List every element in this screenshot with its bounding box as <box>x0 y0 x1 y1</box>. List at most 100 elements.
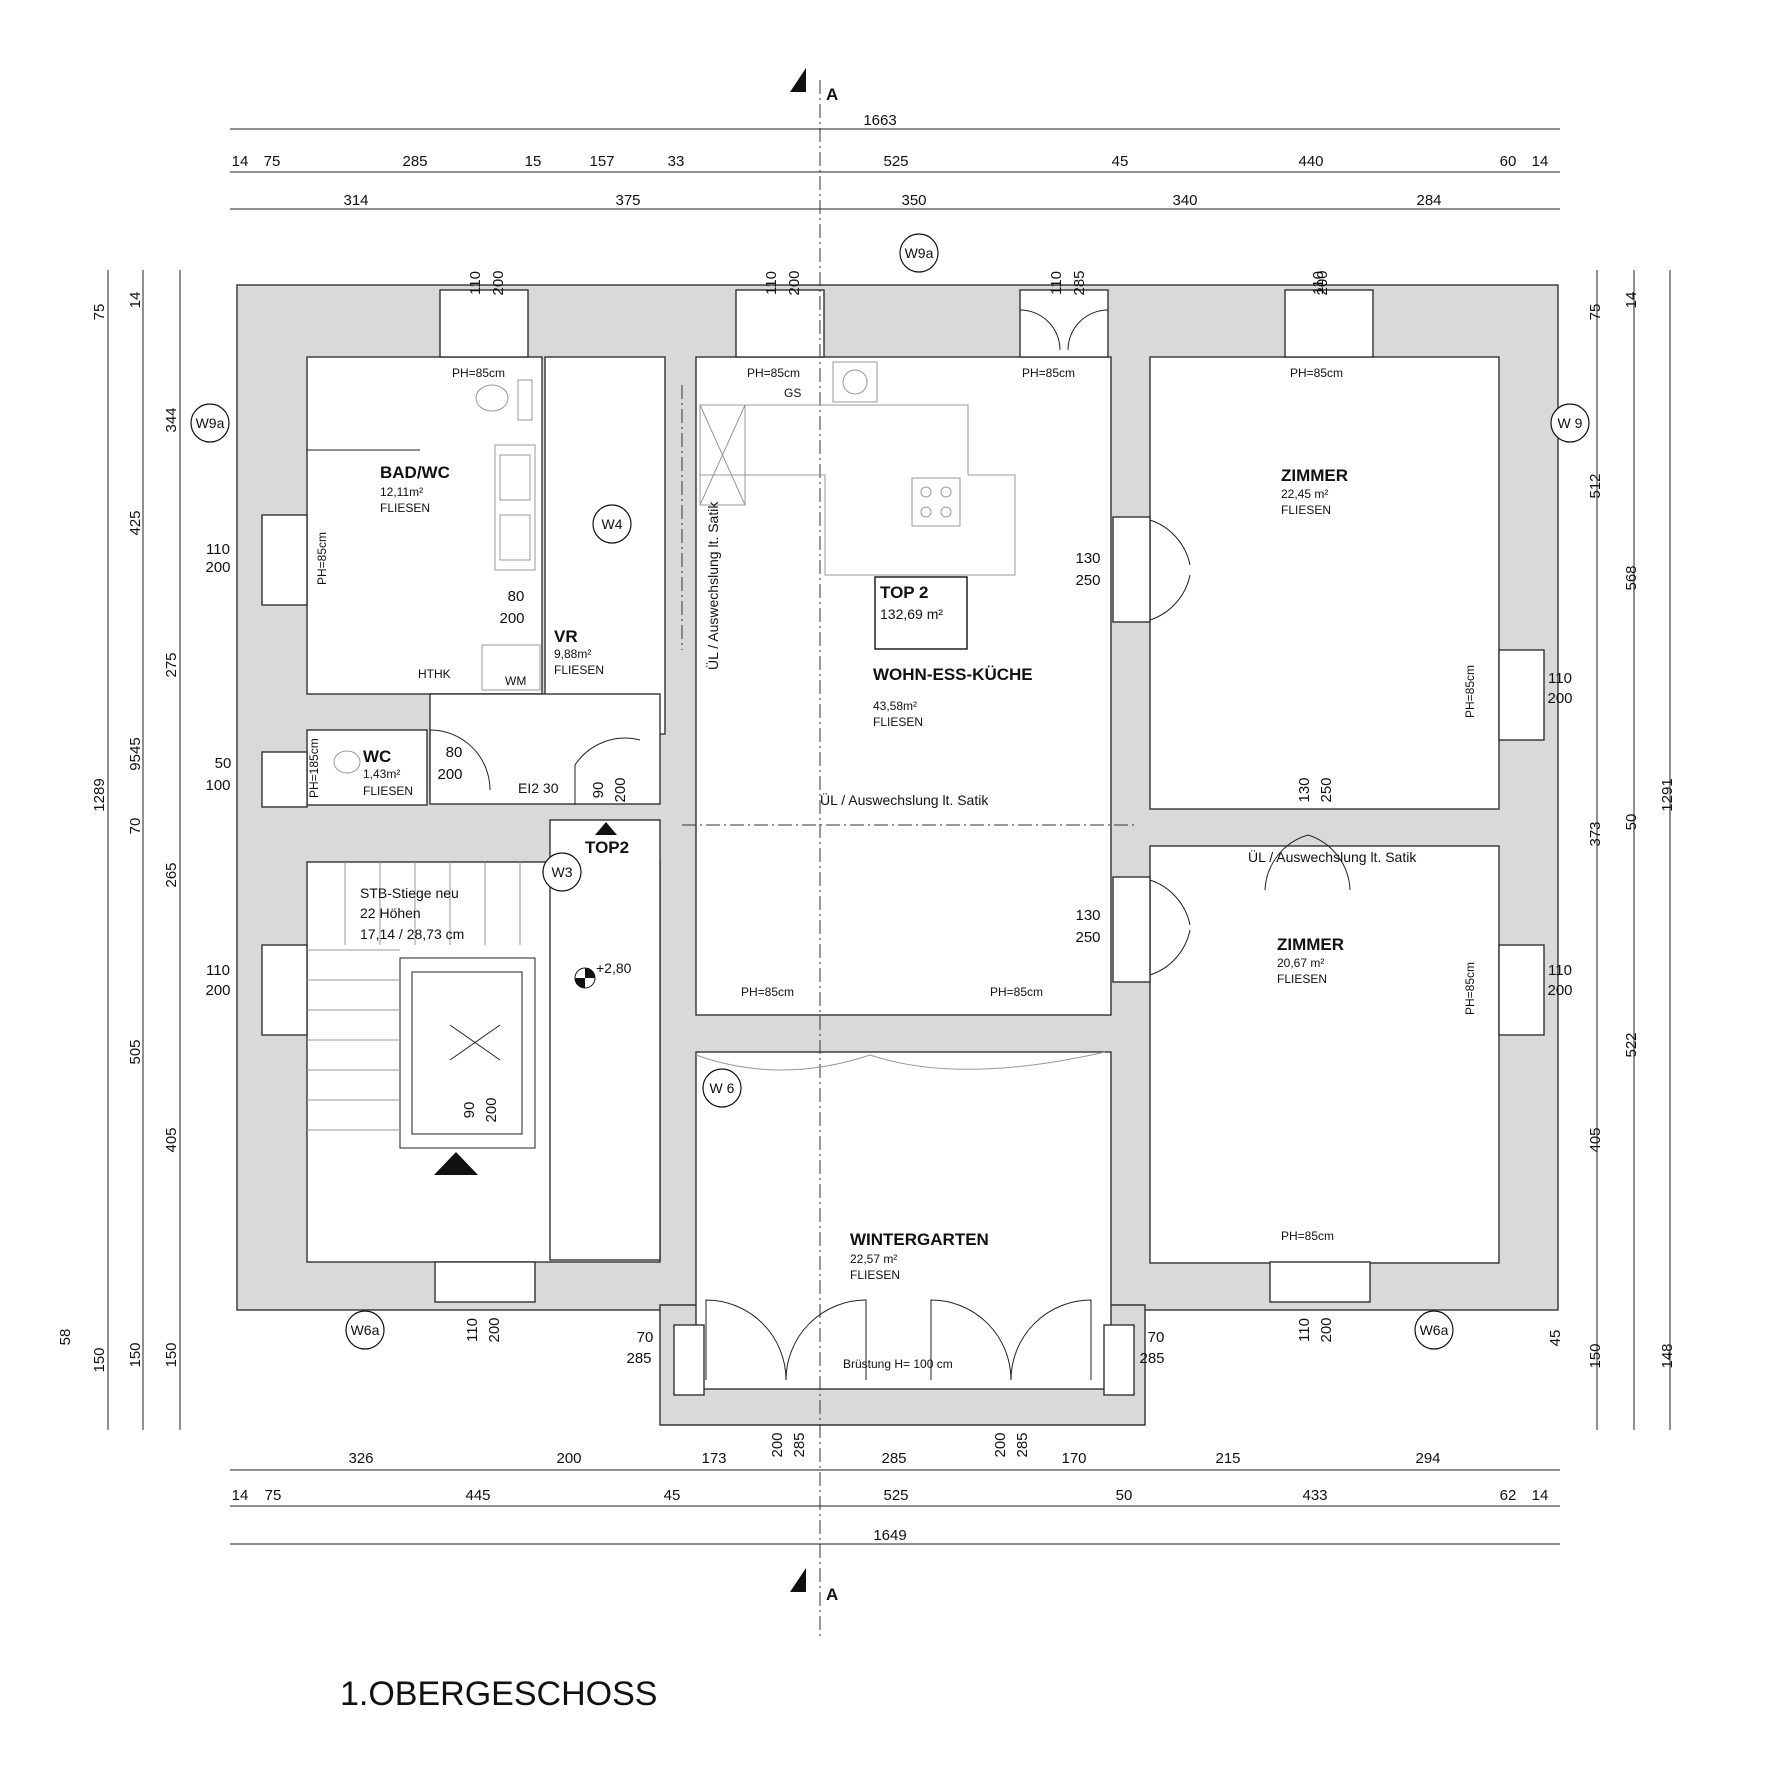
stair-line2: 22 Höhen <box>360 905 421 921</box>
vr-name: VR <box>554 627 578 646</box>
winter-floor: FLIESEN <box>850 1268 900 1282</box>
door-height: 200 <box>483 1097 500 1122</box>
dim-bottom1-seg: 200 <box>556 1450 581 1467</box>
winter-area: 22,57 m² <box>850 1252 897 1266</box>
dim-left-outer-seg: 75 <box>91 304 108 321</box>
ph-bad-side: PH=85cm <box>315 532 329 585</box>
zimmer1-name: ZIMMER <box>1281 466 1348 485</box>
winter-name: WINTERGARTEN <box>850 1230 989 1249</box>
window-tag-label: W4 <box>602 516 623 532</box>
wc-name: WC <box>363 747 391 766</box>
wohn-area: 43,58m² <box>873 699 917 713</box>
door-height: 200 <box>612 777 629 802</box>
dim-top-seg: 33 <box>668 153 685 170</box>
section-marker-top: A <box>790 68 838 104</box>
zimmer2-name: ZIMMER <box>1277 935 1344 954</box>
dim-left-inner-seg: 405 <box>163 1127 180 1152</box>
room-zimmer1 <box>1149 356 1500 810</box>
dim-right-outer-seg: 1291 <box>1659 778 1676 811</box>
room-flur <box>429 693 661 805</box>
dim-right-inner-seg: 75 <box>1587 304 1604 321</box>
window-tag: W9a <box>190 403 230 443</box>
ph-zimmer2-side: PH=85cm <box>1463 962 1477 1015</box>
window-tag: W 9 <box>1550 403 1590 443</box>
svg-text:+2,80: +2,80 <box>596 960 632 976</box>
opening-height: 285 <box>1071 270 1088 295</box>
opening-width: 110 <box>1548 962 1572 979</box>
brustung-label: Brüstung H= 100 cm <box>843 1357 953 1371</box>
dim-left-inner-seg: 344 <box>163 407 180 432</box>
level-marker: +2,80 <box>574 960 632 989</box>
dim-bottom1-seg: 170 <box>1061 1450 1086 1467</box>
dim-right-mid-seg: 50 <box>1623 814 1640 831</box>
door-height: 200 <box>499 610 524 627</box>
dim-bottom2-seg: 45 <box>664 1487 681 1504</box>
dim-bottom1-seg: 294 <box>1415 1450 1440 1467</box>
zimmer1-area: 22,45 m² <box>1281 487 1328 501</box>
door-width: 80 <box>446 744 463 761</box>
svg-text:A: A <box>826 85 838 104</box>
top-area: 132,69 m² <box>880 606 943 622</box>
dim-bottom1-seg: 326 <box>348 1450 373 1467</box>
opening-width: 110 <box>206 962 230 979</box>
zimmer1-floor: FLIESEN <box>1281 503 1331 517</box>
svg-text:A: A <box>826 1585 838 1604</box>
wm-label: WM <box>505 674 526 688</box>
dim-top-total: 1663 <box>863 112 896 129</box>
top2-entry-icon <box>595 822 617 835</box>
dim-left-mid-seg: 425 <box>127 510 144 535</box>
stair <box>307 862 536 1175</box>
window-tag: W6a <box>345 1310 385 1350</box>
window-tag-label: W6a <box>351 1322 380 1338</box>
top-name: TOP 2 <box>880 583 929 602</box>
section-marker-bottom: A <box>790 1568 838 1604</box>
door-width: 130 <box>1296 777 1313 802</box>
opening-height: 200 <box>1547 690 1572 707</box>
dim-right-mid-seg: 568 <box>1623 565 1640 590</box>
dim-left-inner-seg: 275 <box>163 652 180 677</box>
dim-bottom2-seg: 50 <box>1116 1487 1133 1504</box>
window-tag: W9a <box>899 233 939 273</box>
dim-top-seg: 75 <box>264 153 281 170</box>
window-niches <box>261 289 1545 1396</box>
window-tag: W4 <box>592 504 632 544</box>
stair-line3: 17,14 / 28,73 cm <box>360 926 464 942</box>
dim-top-seg: 15 <box>525 153 542 170</box>
dim-right-inner-seg: 405 <box>1587 1127 1604 1152</box>
ul-label-horizontal: ÜL / Auswechslung lt. Satik <box>820 791 989 808</box>
opening-height: 200 <box>490 270 507 295</box>
dim-top2-seg: 340 <box>1172 192 1197 209</box>
zimmer2-area: 20,67 m² <box>1277 956 1324 970</box>
opening-width: 110 <box>467 271 484 295</box>
vr-area: 9,88m² <box>554 647 591 661</box>
dimension-lines <box>107 128 1671 1545</box>
opening-width: 50 <box>215 755 232 772</box>
window-tag-label: W9a <box>905 245 934 261</box>
dim-bottom2-seg: 525 <box>883 1487 908 1504</box>
dim-top-seg: 60 <box>1500 153 1517 170</box>
opening-height: 200 <box>486 1317 503 1342</box>
opening-width: 110 <box>1310 271 1327 295</box>
ph-zimmer2: PH=85cm <box>1281 1229 1334 1243</box>
window-tag-label: W 6 <box>710 1080 735 1096</box>
bad-name: BAD/WC <box>380 463 450 482</box>
wc-floor: FLIESEN <box>363 784 413 798</box>
zimmer2-floor: FLIESEN <box>1277 972 1327 986</box>
door-height: 200 <box>769 1432 786 1457</box>
opening-height: 200 <box>1314 270 1331 295</box>
bad-floor: FLIESEN <box>380 501 430 515</box>
bad-area: 12,11m² <box>380 485 423 499</box>
top2-entry: TOP2 <box>585 838 629 857</box>
dim-top-seg: 285 <box>402 153 427 170</box>
wc-area: 1,43m² <box>363 767 400 781</box>
room-winter <box>695 1051 1112 1390</box>
dim-bottom2-seg: 14 <box>232 1487 249 1504</box>
ph-kitchen: PH=85cm <box>747 366 800 380</box>
gs-label: GS <box>784 386 801 400</box>
